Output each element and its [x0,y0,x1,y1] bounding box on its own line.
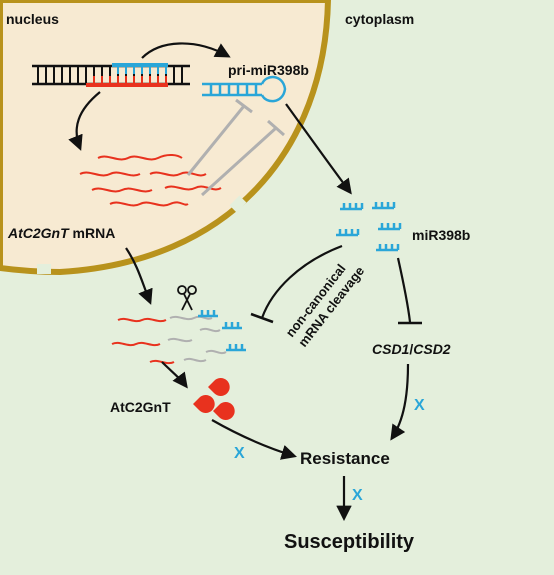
csd-to-resistance-arrow [390,363,410,441]
mrna-transcription-arrow [68,91,101,151]
susceptibility-label: Susceptibility [284,531,415,553]
nuclear-mrna-pool [79,154,222,207]
pri-mirna-hairpin [202,75,287,103]
csd-label: CSD1/CSD2 [372,341,451,357]
processing-arrow [285,103,352,195]
mrna-label: AtC2GnT mRNA [7,225,115,241]
mrna-inhibits-pri-mirna [186,98,285,197]
nuclear-pore [229,195,247,213]
protein-to-resistance-arrow [211,419,297,460]
scissors-icon [177,285,197,311]
nucleus-label: nucleus [6,11,59,27]
bound-mirna [198,310,246,352]
mirna-duplexes [336,202,402,252]
resistance-label: Resistance [300,449,390,468]
translation-arrow [161,361,188,389]
protein-glyphs [193,378,235,420]
cleavage-inhibition-bar [250,312,274,324]
dna-mir-locus [112,63,168,74]
protein-block-mark: X [234,445,245,462]
mirna-label: miR398b [412,227,470,243]
cytoplasm-label: cytoplasm [345,11,414,27]
nucleus-region [0,0,332,276]
cleavage-inhibition [260,244,343,319]
susceptibility-block-mark: X [352,487,363,504]
protein-label: AtC2GnT [110,399,171,415]
mrna-export-arrow [125,247,153,305]
csd-inhibition [396,257,412,323]
pri-mirna-label: pri-miR398b [228,62,309,78]
transcription-arrow [141,42,231,59]
csd-block-mark: X [414,397,425,414]
dna-target-locus [86,76,168,87]
nuclear-pore [37,264,51,274]
